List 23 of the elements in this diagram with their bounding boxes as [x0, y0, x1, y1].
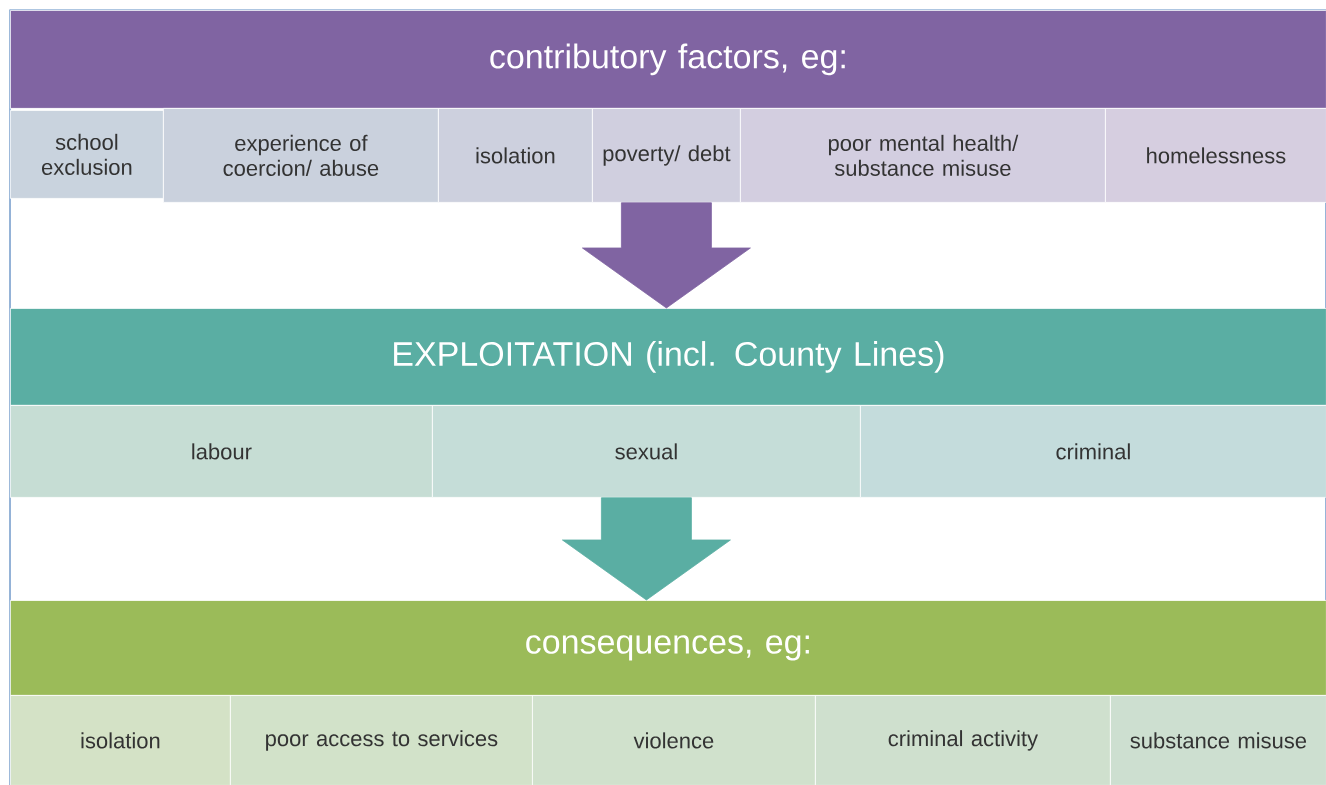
category-cell: poverty/ debt	[592, 108, 741, 203]
block-arrow	[582, 202, 751, 309]
category-cell: criminal activity	[815, 695, 1111, 785]
category-cell: isolation	[438, 108, 593, 203]
category-cell: criminal	[860, 405, 1326, 498]
category-cell: isolation	[10, 695, 231, 785]
category-cell: school exclusion	[10, 110, 164, 199]
node-label: homelessness	[1147, 147, 1286, 164]
node-label: substance misuse	[1130, 732, 1307, 749]
header-band: consequences, eg:	[10, 600, 1326, 696]
category-cell: homelessness	[1105, 108, 1326, 203]
category-cell: labour	[10, 405, 433, 498]
block-arrow	[562, 497, 731, 601]
category-cell: violence	[532, 695, 816, 785]
category-cell: sexual	[432, 405, 861, 498]
category-cell: substance misuse	[1110, 695, 1326, 785]
category-cell: poor mental health/ substance misuse	[740, 108, 1106, 203]
header-band: contributory factors, eg:	[10, 10, 1326, 109]
node-label: isolation	[81, 732, 160, 749]
header-band: EXPLOITATION (incl. County Lines)	[10, 308, 1326, 406]
category-cell: experience of coercion/ abuse	[163, 108, 439, 203]
category-cell: poor access to services	[230, 695, 533, 785]
node-label: criminal activity	[888, 730, 1038, 751]
